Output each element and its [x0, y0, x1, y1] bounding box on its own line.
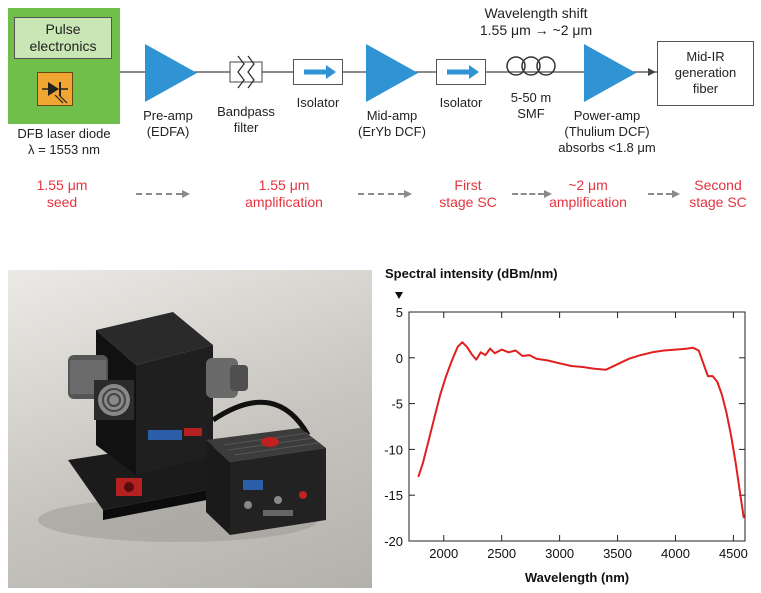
preamp-label-1: Pre-amp	[143, 108, 193, 123]
stage-5-label-1: Second	[694, 177, 742, 193]
stage-4-label-2: amplification	[549, 194, 627, 210]
arrow-right-icon	[304, 65, 336, 79]
poweramp-label-1: Power-amp	[573, 108, 641, 123]
chart-title: Spectral intensity (dBm/nm)	[385, 266, 558, 281]
stage-arrow-3-head	[544, 190, 552, 198]
x-tick-label: 2000	[429, 546, 458, 561]
y-axis-marker-icon	[395, 292, 403, 299]
wavelength-shift-label-1: Wavelength shift	[484, 5, 588, 21]
stage-1-label-1: 1.55 μm	[36, 177, 88, 193]
chart-ticks: 5 0 -5 -10 -15 -20 2000 2500 3000 3500 4000 4500	[384, 305, 748, 561]
wavelength-shift-label-2: 1.55 μm → ~2 μm	[479, 22, 593, 38]
stage-arrow-4-head	[672, 190, 680, 198]
isolator-2-box	[436, 59, 486, 85]
laser-diode-box	[37, 72, 73, 106]
preamp-label-2: (EDFA)	[146, 124, 190, 139]
bandpass-label-1: Bandpass	[217, 104, 275, 119]
stage-2-label-1: 1.55 μm	[258, 177, 310, 193]
pulse-electronics-label: Pulse electronics	[29, 21, 97, 54]
y-tick-label: 0	[396, 351, 403, 366]
mid-ir-fiber-box: Mid-IR generation fiber	[657, 41, 754, 106]
smf-label-1: 5-50 m	[510, 90, 552, 105]
stage-arrow-4	[648, 193, 672, 195]
y-tick-label: -20	[384, 534, 403, 549]
preamp-triangle-icon	[145, 44, 197, 102]
x-tick-label: 4000	[661, 546, 690, 561]
stage-arrow-2-head	[404, 190, 412, 198]
y-tick-label: -5	[391, 397, 403, 412]
series-line-0	[417, 341, 745, 519]
y-tick-label: 5	[396, 305, 403, 320]
chart-xlabel: Wavelength (nm)	[525, 570, 629, 585]
stage-5-label-2: stage SC	[689, 194, 747, 210]
y-tick-label: -15	[384, 488, 403, 503]
stage-3-label-1: First	[454, 177, 482, 193]
stage-1-label-2: seed	[46, 194, 78, 210]
chart-axes	[395, 292, 746, 542]
plot-frame	[408, 311, 746, 542]
x-tick-label: 3000	[545, 546, 574, 561]
stage-arrow-2	[358, 193, 404, 195]
bandpass-filter-icon	[229, 55, 263, 89]
x-tick-label: 4500	[719, 546, 748, 561]
midamp-label-1: Mid-amp	[366, 108, 418, 123]
laser-caption-2: λ = 1553 nm	[28, 142, 100, 157]
mid-ir-fiber-label: Mid-IR generation fiber	[674, 49, 737, 96]
midamp-label-2: (ErYb DCF)	[358, 124, 426, 139]
midamp-triangle-icon	[366, 44, 418, 102]
stage-4-label-1: ~2 μm	[568, 177, 608, 193]
x-tick-label: 3500	[603, 546, 632, 561]
isolator-1-box	[293, 59, 343, 85]
y-tick-label: -10	[384, 442, 403, 457]
pulse-electronics-box: Pulse electronics	[14, 17, 112, 59]
stage-2-label-2: amplification	[245, 194, 323, 210]
stage-arrow-1-head	[182, 190, 190, 198]
isolator-2-label: Isolator	[439, 95, 483, 110]
device-render-image	[38, 312, 326, 542]
poweramp-triangle-icon	[584, 44, 636, 102]
device-photo	[8, 270, 372, 588]
poweramp-label-2: (Thulium DCF)	[564, 124, 650, 139]
chart-series	[417, 341, 745, 519]
stage-3-label-2: stage SC	[439, 194, 497, 210]
diode-icon	[42, 82, 68, 104]
smf-label-2: SMF	[517, 106, 545, 121]
x-tick-label: 2500	[487, 546, 516, 561]
fiber-coil-icon	[506, 56, 556, 76]
laser-caption-1: DFB laser diode	[17, 126, 111, 141]
bandpass-label-2: filter	[233, 120, 259, 135]
stage-arrow-1	[136, 193, 182, 195]
stage-arrow-3	[512, 193, 544, 195]
isolator-1-label: Isolator	[296, 95, 340, 110]
poweramp-label-3: absorbs <1.8 μm	[558, 140, 656, 155]
arrow-right-icon	[447, 65, 479, 79]
